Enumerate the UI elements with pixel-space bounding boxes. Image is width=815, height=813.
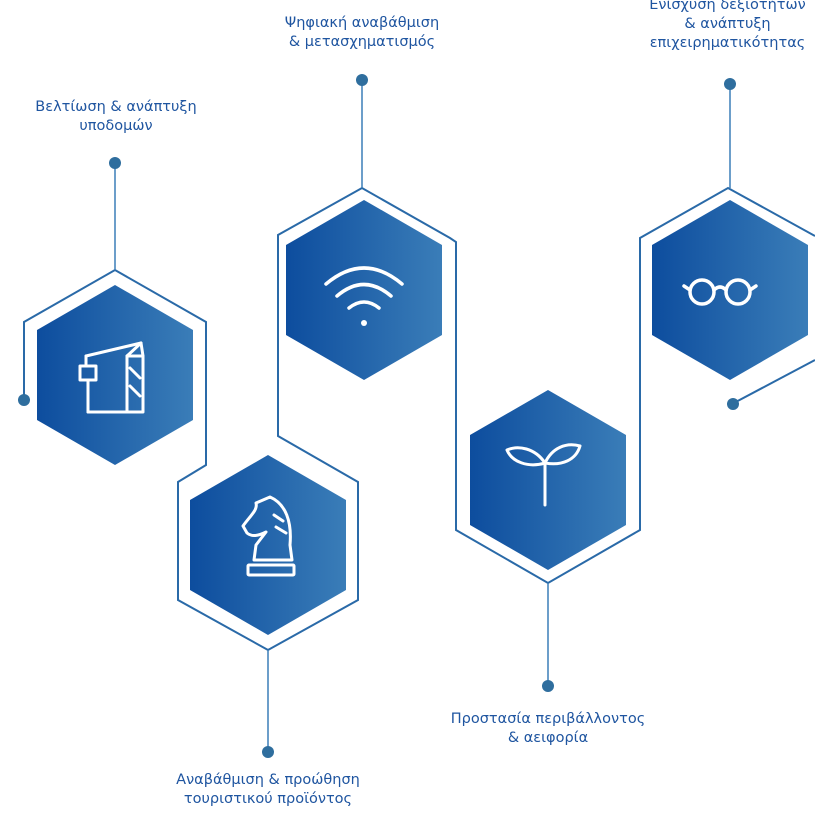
label-line: & μετασχηματισμός bbox=[288, 34, 436, 50]
dot-tourism bbox=[262, 746, 274, 758]
label-line: Προστασία περιβάλλοντος bbox=[450, 711, 646, 727]
sprout-icon bbox=[505, 443, 582, 507]
label-line: & ανάπτυξη bbox=[684, 16, 771, 32]
leader-lines bbox=[114, 80, 731, 752]
dot-infrastructure bbox=[109, 157, 121, 169]
chess-knight-icon bbox=[241, 495, 296, 577]
hexagon-tourism bbox=[190, 455, 346, 635]
label-environment: Προστασία περιβάλλοντος & αειφορία bbox=[430, 710, 666, 748]
connector-dots bbox=[18, 74, 739, 758]
dot-skills bbox=[724, 78, 736, 90]
label-line: & αειφορία bbox=[507, 730, 589, 746]
label-line: Ενίσχυση δεξιοτήτων bbox=[649, 0, 806, 13]
hexagon-infrastructure bbox=[37, 285, 193, 465]
label-line: Ψηφιακή αναβάθμιση bbox=[284, 15, 440, 31]
label-line: υποδομών bbox=[79, 118, 153, 134]
connector-path bbox=[23, 186, 815, 652]
label-line: Αναβάθμιση & προώθηση bbox=[176, 772, 360, 788]
hexagon-skills bbox=[652, 200, 808, 380]
dot-start bbox=[18, 394, 30, 406]
glasses-icon bbox=[682, 278, 758, 306]
label-line: Βελτίωση & ανάπτυξη bbox=[35, 99, 197, 115]
label-tourism: Αναβάθμιση & προώθηση τουριστικού προϊόν… bbox=[158, 771, 378, 809]
dot-digital bbox=[356, 74, 368, 86]
hexagon-digital bbox=[286, 200, 442, 380]
label-infrastructure: Βελτίωση & ανάπτυξη υποδομών bbox=[26, 98, 206, 136]
label-digital: Ψηφιακή αναβάθμιση & μετασχηματισμός bbox=[257, 14, 467, 52]
label-line: επιχειρηματικότητας bbox=[649, 35, 806, 51]
label-line: τουριστικού προϊόντος bbox=[183, 791, 353, 807]
wifi-icon bbox=[324, 266, 404, 326]
hexagon-environment bbox=[470, 390, 626, 570]
dot-end bbox=[727, 398, 739, 410]
dot-environment bbox=[542, 680, 554, 692]
crane-icon bbox=[78, 341, 145, 414]
label-skills: Ενίσχυση δεξιοτήτων & ανάπτυξη επιχειρημ… bbox=[640, 0, 815, 53]
